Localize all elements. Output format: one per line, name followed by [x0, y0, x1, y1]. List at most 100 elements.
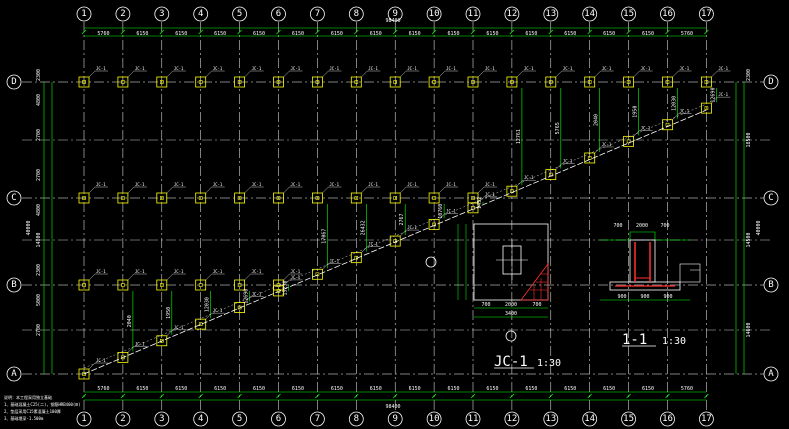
dimension-tick — [626, 29, 631, 35]
axis-label-9: 9 — [392, 9, 397, 19]
dimension-tick — [470, 393, 476, 399]
axis-bubble-1 — [76, 6, 92, 22]
tag-leader — [400, 229, 407, 237]
column-tag: JC-1 — [291, 66, 301, 71]
column-footing — [623, 135, 634, 147]
axis-bubble-15 — [621, 6, 636, 22]
column-core — [237, 283, 242, 287]
axis-label-4: 4 — [198, 9, 203, 19]
column-tag: JC-1 — [291, 269, 301, 274]
dimension-tick — [81, 393, 87, 399]
column-footing — [584, 152, 596, 164]
column-tag: JC-1 — [174, 269, 184, 274]
dimension-tick — [626, 393, 631, 399]
column-core — [276, 80, 281, 84]
foundation-detail-jc1: 700 2000 700 3400 JC-1 1:30 — [425, 223, 561, 370]
section-dim-2: 2000 — [636, 223, 648, 229]
tag-leader — [205, 273, 212, 281]
column-core — [354, 196, 359, 200]
column-core — [82, 80, 86, 84]
dimension-tick — [159, 393, 165, 399]
axis-bubble-D — [763, 74, 779, 90]
column-tag: JC-1 — [213, 66, 223, 71]
top-bay-dim: 6150 — [642, 31, 654, 37]
axis-label-5: 5 — [237, 9, 242, 19]
bottom-bay-dim: 6150 — [603, 386, 615, 392]
note-4: 3、基础埋深-1.500m — [4, 415, 44, 421]
axis-label-15: 15 — [623, 9, 634, 19]
top-bay-dim: 6150 — [175, 31, 187, 37]
column-tag: JC-1 — [252, 269, 262, 274]
column-core — [160, 283, 164, 287]
right-dim: 14500 — [746, 232, 752, 247]
column-footing — [78, 192, 90, 204]
axis-bubble-16 — [660, 6, 675, 22]
slope-dim: 1950 — [633, 106, 639, 118]
column-tag: JC-1 — [213, 308, 223, 313]
axis-bubble-6 — [271, 411, 286, 427]
tag-leader — [672, 113, 679, 120]
axis-label-2: 2 — [120, 414, 125, 424]
axis-label-8: 8 — [354, 414, 359, 424]
axis-bubble-13 — [543, 6, 559, 22]
axis-bubble-D — [6, 74, 22, 90]
column-footing — [584, 76, 596, 88]
column-footing — [234, 76, 246, 88]
column-core — [354, 80, 359, 84]
column-core — [432, 80, 436, 84]
column-tag: JC-1 — [407, 225, 417, 230]
axis-bubble-8 — [348, 6, 364, 22]
bottom-bay-dim: 6150 — [331, 386, 343, 392]
column-core — [510, 80, 514, 84]
axis-label-14: 14 — [584, 414, 595, 424]
column-core — [626, 139, 631, 144]
tag-leader — [361, 70, 368, 78]
column-tag: JC-1 — [368, 242, 378, 247]
column-core — [121, 196, 125, 200]
column-tag: JC-1 — [135, 269, 145, 274]
tag-leader — [555, 163, 562, 170]
axis-label-D: D — [768, 77, 773, 87]
note-3: 2、垫层采用C15素混凝土100厚 — [4, 408, 61, 414]
axis-label-17: 17 — [701, 9, 712, 19]
column-tag: JC-1 — [485, 182, 495, 187]
tag-leader — [438, 213, 446, 220]
axis-bubble-4 — [193, 6, 209, 22]
section-dim-5: 900 — [640, 294, 649, 300]
axis-bubble-B — [763, 277, 779, 293]
slope-line-offset — [83, 103, 707, 369]
slope-dim: 12030 — [205, 297, 211, 312]
column-core — [432, 196, 436, 200]
axis-label-2: 2 — [120, 9, 125, 19]
bottom-bay-dim: 5760 — [97, 386, 109, 392]
tag-leader — [361, 246, 368, 253]
axis-label-12: 12 — [506, 414, 517, 424]
tag-leader — [166, 70, 173, 78]
tag-leader — [711, 96, 718, 104]
dimension-tick — [470, 29, 476, 35]
axis-label-12: 12 — [506, 9, 517, 19]
column-core — [237, 80, 242, 84]
column-tag: JC-1 — [329, 66, 339, 71]
column-core — [121, 283, 125, 287]
dimension-tick — [276, 29, 281, 35]
bottom-bay-dim: 6150 — [525, 386, 537, 392]
column-tag: JC-1 — [368, 66, 378, 71]
axis-label-13: 13 — [545, 9, 556, 19]
dimension-tick — [548, 393, 554, 399]
column-tag: JC-1 — [407, 66, 417, 71]
dimension-tick — [276, 393, 281, 399]
dimension-tick — [315, 29, 320, 35]
grid-lines — [22, 22, 770, 410]
dimension-tick — [665, 29, 670, 35]
overall-height-dim: 40000 — [26, 220, 32, 235]
bottom-bay-dim: 6150 — [486, 386, 498, 392]
top-bay-dim: 6150 — [448, 31, 460, 37]
column-tag: JC-1 — [680, 66, 690, 71]
column-tag: JC-1 — [563, 66, 573, 71]
bottom-bay-dim: 6150 — [175, 386, 187, 392]
axis-label-10: 10 — [429, 414, 440, 424]
axis-bubble-2 — [115, 411, 131, 427]
column-tag: JC-1 — [252, 66, 262, 71]
